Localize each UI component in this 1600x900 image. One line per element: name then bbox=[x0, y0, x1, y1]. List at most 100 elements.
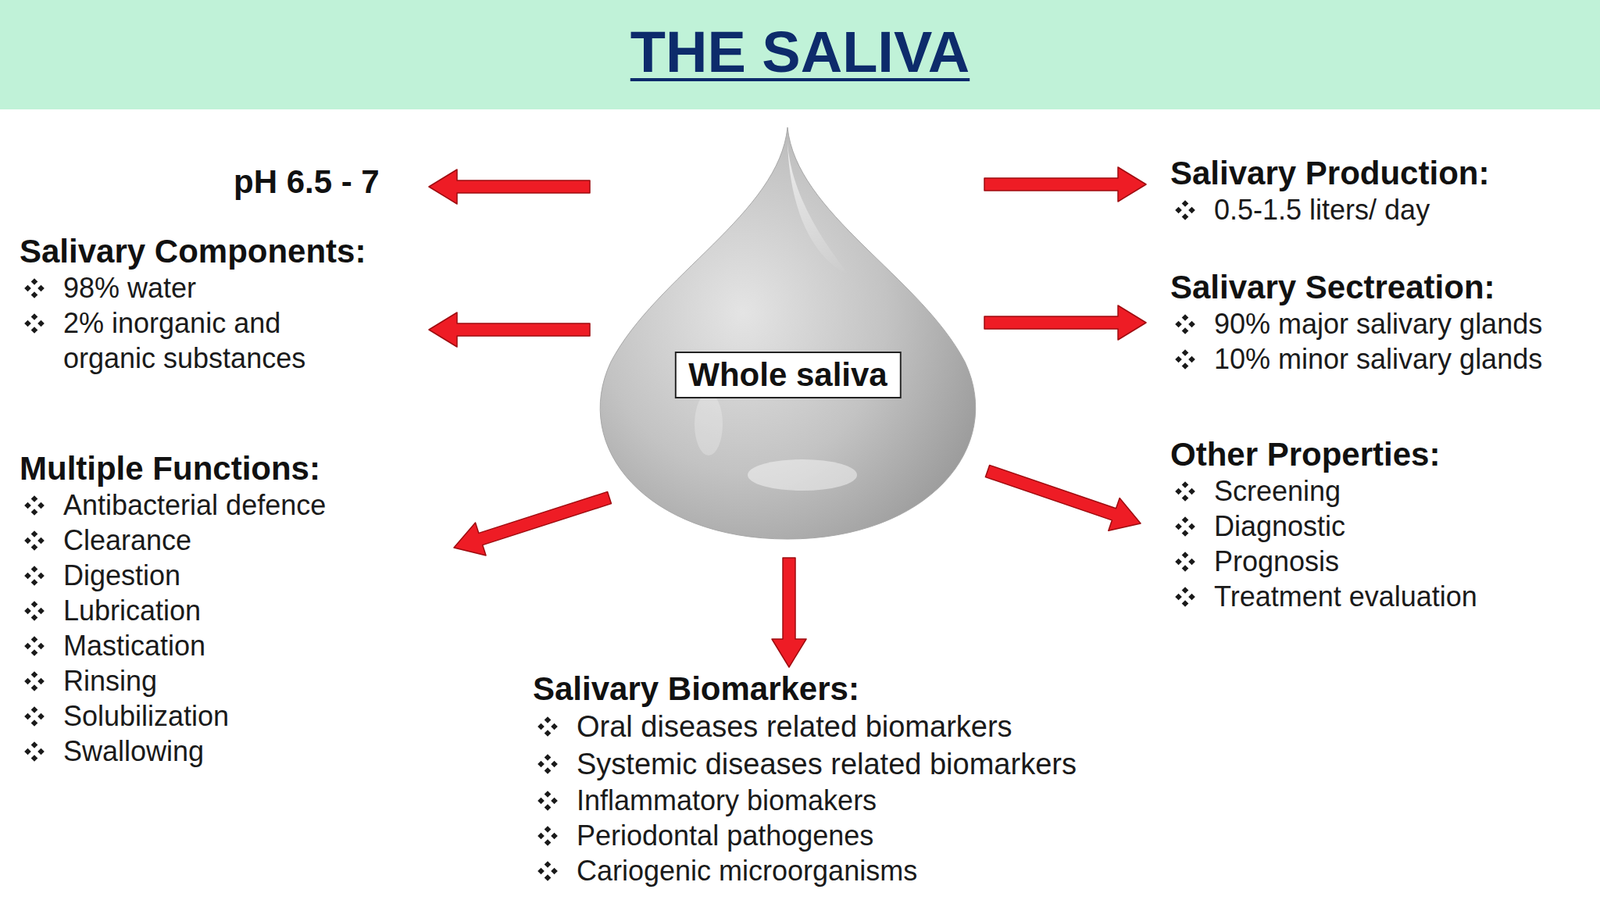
bullet-diamond bbox=[1182, 200, 1190, 208]
bullet-diamond bbox=[31, 565, 39, 573]
red-arrow bbox=[428, 312, 590, 347]
bullet-symbol bbox=[1175, 481, 1196, 502]
bullet-symbol bbox=[24, 671, 45, 692]
bullet-symbol bbox=[24, 635, 45, 657]
bullet-diamond bbox=[544, 767, 552, 775]
bullet-symbol bbox=[24, 741, 45, 762]
bullet-text: 0.5-1.5 liters/ day bbox=[1214, 192, 1430, 228]
bullet-diamond bbox=[31, 291, 39, 299]
bullet-row: Antibacterial defence bbox=[19, 487, 326, 523]
bullet-diamond bbox=[37, 502, 45, 510]
bullet-row: Diagnostic bbox=[1170, 508, 1478, 544]
bullet-row: Treatment evaluation bbox=[1170, 578, 1478, 615]
bullet-row: Digestion bbox=[19, 557, 326, 593]
bullet-diamond bbox=[1175, 488, 1183, 496]
bullet-diamond bbox=[1182, 314, 1190, 322]
bullet-diamond bbox=[31, 326, 39, 334]
bullet-diamond bbox=[1188, 558, 1196, 566]
bullet-diamond bbox=[1175, 207, 1183, 215]
bullet-row: 0.5-1.5 liters/ day bbox=[1170, 192, 1490, 228]
bullet-diamond bbox=[1182, 349, 1190, 357]
bullet-diamond bbox=[37, 748, 45, 756]
title-bar: THE SALIVA bbox=[0, 17, 1600, 88]
bullet-diamond bbox=[1182, 600, 1190, 608]
bullet-text: 2% inorganic and organic substances bbox=[63, 305, 329, 376]
bullet-text: Swallowing bbox=[63, 733, 204, 769]
bullet-text: Inflammatory biomakers bbox=[576, 782, 877, 818]
bullet-diamond bbox=[24, 748, 32, 756]
drop-highlight bbox=[787, 142, 850, 276]
bullet-diamond bbox=[31, 530, 39, 538]
bullet-diamond bbox=[1182, 529, 1190, 537]
bullet-diamond bbox=[37, 285, 45, 293]
bullet-diamond bbox=[550, 723, 558, 731]
bullet-text: Screening bbox=[1214, 473, 1341, 509]
bullet-text: Cariogenic microorganisms bbox=[576, 853, 918, 889]
bullet-diamond bbox=[550, 832, 558, 840]
bullet-symbol bbox=[537, 825, 558, 847]
bullet-text: Solubilization bbox=[63, 698, 229, 734]
bullet-diamond bbox=[31, 578, 39, 586]
bullet-row: Rinsing bbox=[19, 663, 326, 699]
bullet-diamond bbox=[31, 706, 39, 714]
bullet-diamond bbox=[1182, 327, 1190, 335]
bullet-diamond bbox=[1182, 362, 1190, 370]
bullet-row: Mastication bbox=[19, 628, 326, 664]
bullet-symbol bbox=[537, 790, 558, 811]
bullet-symbol bbox=[1175, 314, 1196, 335]
bullet-diamond bbox=[544, 803, 552, 811]
bullet-diamond bbox=[37, 642, 45, 650]
bullet-diamond bbox=[1182, 551, 1190, 559]
bullet-diamond bbox=[31, 754, 39, 762]
bullet-symbol bbox=[1175, 586, 1196, 608]
group-heading: Salivary Biomarkers: bbox=[532, 670, 1077, 708]
bullet-diamond bbox=[544, 729, 552, 737]
text-group: Salivary Biomarkers:Oral diseases relate… bbox=[532, 670, 1077, 889]
bullet-text: Antibacterial defence bbox=[63, 487, 326, 523]
bullet-diamond bbox=[31, 600, 39, 608]
bullet-diamond bbox=[1188, 321, 1196, 329]
bullet-symbol bbox=[1175, 551, 1196, 572]
red-arrow bbox=[984, 305, 1147, 340]
group-heading: Other Properties: bbox=[1170, 435, 1478, 474]
bullet-diamond bbox=[1188, 488, 1196, 496]
bullet-symbol bbox=[537, 716, 558, 737]
bullet-text: Prognosis bbox=[1214, 543, 1340, 579]
bullet-diamond bbox=[1175, 558, 1183, 566]
bullet-diamond bbox=[24, 537, 32, 545]
text-group: Salivary Sectreation:90% major salivary … bbox=[1170, 268, 1543, 377]
bullet-diamond bbox=[37, 607, 45, 615]
bullet-row: Screening bbox=[1170, 473, 1478, 509]
bullet-diamond bbox=[37, 537, 45, 545]
bullet-diamond bbox=[24, 285, 32, 293]
drop-highlight bbox=[694, 392, 723, 456]
bullet-symbol bbox=[24, 706, 45, 727]
bullet-diamond bbox=[1182, 213, 1190, 221]
bullet-diamond bbox=[544, 790, 552, 798]
bullet-diamond bbox=[31, 635, 39, 643]
bullet-diamond bbox=[544, 839, 552, 847]
bullet-diamond bbox=[1182, 481, 1190, 489]
bullet-text: Digestion bbox=[63, 557, 181, 593]
bullet-diamond bbox=[537, 723, 545, 731]
bullet-row: Inflammatory biomakers bbox=[532, 782, 1077, 818]
drop-body bbox=[600, 127, 976, 540]
text-group: Salivary Production:0.5-1.5 liters/ day bbox=[1170, 154, 1490, 228]
bullet-symbol bbox=[24, 565, 45, 586]
bullet-text: Diagnostic bbox=[1214, 508, 1346, 544]
bullet-diamond bbox=[31, 649, 39, 657]
bullet-text: 10% minor salivary glands bbox=[1214, 341, 1543, 377]
bullet-symbol bbox=[1175, 200, 1196, 221]
bullet-diamond bbox=[31, 614, 39, 622]
bullet-row: 90% major salivary glands bbox=[1170, 306, 1543, 342]
text-group: pH 6.5 - 7 bbox=[233, 163, 380, 201]
red-arrow bbox=[985, 464, 1141, 531]
bullet-diamond bbox=[31, 671, 39, 679]
text-group: Multiple Functions:Antibacterial defence… bbox=[19, 450, 326, 769]
bullet-row: Swallowing bbox=[19, 733, 326, 769]
bullet-row: Periodontal pathogenes bbox=[532, 817, 1077, 854]
bullet-diamond bbox=[24, 713, 32, 721]
bullet-diamond bbox=[537, 832, 545, 840]
bullet-diamond bbox=[31, 278, 39, 286]
bullet-diamond bbox=[24, 678, 32, 686]
